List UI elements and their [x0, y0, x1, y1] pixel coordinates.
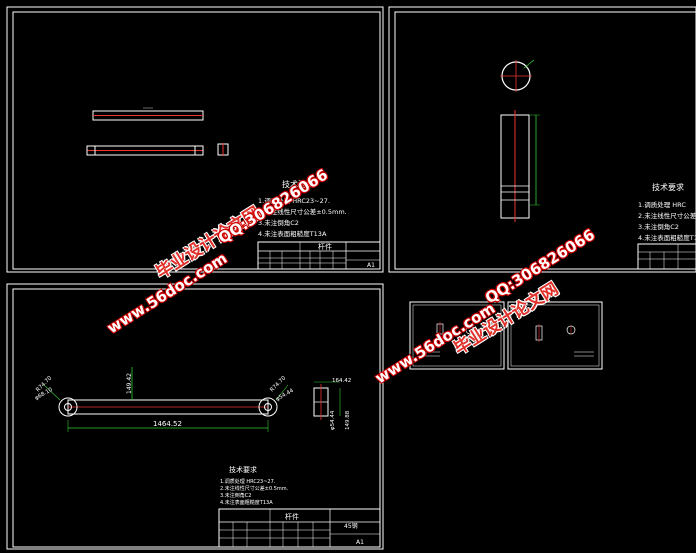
tech-requirement-line: 3.未注倒角C2: [258, 218, 299, 227]
tech-requirement-line: 4.未注表面粗糙度T13A: [258, 229, 327, 238]
rod-top-view: [92, 107, 204, 121]
dimension-length: 1464.52: [153, 420, 182, 428]
tech-requirement-line: 2.未注线性尺寸公差: [638, 211, 696, 220]
title-block: 杆件 A1: [257, 241, 381, 270]
tech-requirement-line: 4.未注表面粗糙度T13: [638, 233, 696, 242]
thumbnail-sheet-2[interactable]: [507, 301, 603, 370]
tech-requirements-title: 技术要求: [282, 179, 314, 189]
title-block-material: 45钢: [344, 522, 358, 530]
tech-requirement-line: 1.调质处理 HRC23~27.: [220, 478, 276, 485]
tech-requirement-line: 4.未注表面粗糙度T13A: [220, 499, 273, 506]
tech-requirements-title: 技术要求: [652, 182, 684, 192]
rod-front-view: [86, 143, 229, 156]
pin-side-view: [500, 110, 540, 222]
thumbnail-sheet-1[interactable]: [409, 301, 505, 370]
title-block: 杆件 45钢 A1: [218, 508, 381, 548]
title-block-part-name: 杆件: [285, 512, 299, 521]
connecting-rod-view: [43, 367, 289, 432]
rod-side-view: [313, 381, 341, 420]
drawing-sheet-2[interactable]: 技术要求 1.调质处理 HRC 2.未注线性尺寸公差 3.未注倒角C2 4.未注…: [388, 6, 696, 273]
dimension-height: 149.42: [126, 373, 133, 394]
drawing-sheet-1[interactable]: 技术要求 1.调质处理 HRC23~27. 2.未注线性尺寸公差±0.5mm. …: [6, 6, 384, 273]
title-block-part-name: 杆件: [318, 242, 332, 251]
title-block: [637, 243, 696, 270]
drawing-sheet-3[interactable]: 1464.52 149.42 R74.70 φ68.10 R74.70 φ54.…: [6, 283, 384, 550]
dimension-side-diameter: φ54.44: [330, 410, 336, 430]
tech-requirement-line: 2.未注线性尺寸公差±0.5mm.: [220, 485, 289, 492]
title-block-scale: A1: [356, 539, 364, 546]
dimension-side-height: 149.88: [345, 410, 351, 430]
tech-requirement-line: 2.未注线性尺寸公差±0.5mm.: [258, 207, 347, 216]
tech-requirements-title: 技术要求: [229, 465, 257, 474]
tech-requirement-line: 3.未注倒角C2: [220, 492, 251, 499]
tech-requirement-line: 3.未注倒角C2: [638, 222, 679, 231]
pin-end-view: [500, 59, 535, 92]
title-block-scale: A1: [367, 262, 375, 269]
dimension-side-width: 164.42: [332, 378, 351, 384]
tech-requirement-line: 1.调质处理 HRC23~27.: [258, 196, 330, 205]
tech-requirement-line: 1.调质处理 HRC: [638, 200, 686, 209]
